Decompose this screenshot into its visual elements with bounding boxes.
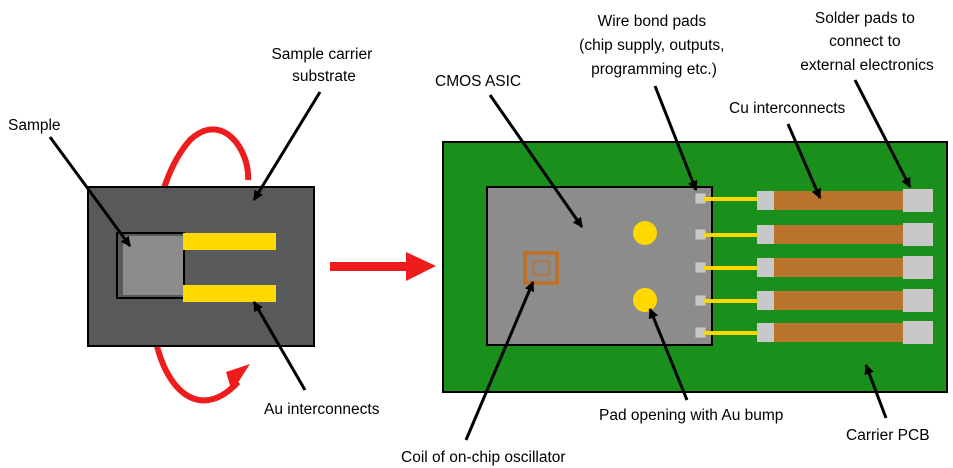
labels: Sample Sample carrier substrate Au inter… <box>8 10 934 466</box>
label-solder-pads: Solder pads to connect to external elect… <box>800 10 934 74</box>
label-coil: Coil of on-chip oscillator <box>401 449 566 466</box>
oscillator-coil-inner <box>532 260 550 276</box>
pcb-bond-pad <box>757 225 774 244</box>
pcb-bond-pad <box>757 191 774 210</box>
transition-arrow <box>330 252 436 281</box>
callout-arrow-pcb <box>864 364 888 419</box>
flip-arrow-head <box>226 364 250 392</box>
label-sample: Sample <box>8 117 61 134</box>
callout-arrow-sample <box>48 136 132 247</box>
callout-arrow-coil <box>464 281 535 441</box>
sample-carrier <box>87 126 315 404</box>
cu-interconnect <box>760 225 905 244</box>
solder-pad <box>903 223 933 246</box>
au-bump-top <box>633 221 657 245</box>
callout-arrow-asic <box>488 94 584 228</box>
label-au-interconnects: Au interconnects <box>264 401 380 418</box>
solder-pad <box>903 289 933 312</box>
sample-carrier-substrate <box>87 186 315 347</box>
pcb-bond-pad <box>757 291 774 310</box>
callout-arrow-substrate <box>252 91 322 201</box>
callout-arrow-solder <box>853 79 912 188</box>
solder-pad <box>903 256 933 279</box>
label-pad-opening: Pad opening with Au bump <box>599 407 783 424</box>
transition-arrow-head <box>406 252 436 281</box>
callout-arrow-cu <box>786 123 822 199</box>
label-cmos-asic: CMOS ASIC <box>435 73 521 90</box>
callout-arrow-pad-opening <box>648 308 689 401</box>
label-wire-bond-pads: Wire bond pads (chip supply, outputs, pr… <box>579 13 729 78</box>
callout-arrow-wire-bond <box>653 85 698 191</box>
solder-pad <box>903 189 933 212</box>
cu-interconnect <box>760 291 905 310</box>
callout-arrows <box>48 79 912 441</box>
sample-well <box>116 232 185 299</box>
cu-interconnect <box>760 323 905 342</box>
callout-arrow-au <box>252 301 307 391</box>
pcb-bond-pad <box>757 258 774 277</box>
cmos-asic <box>486 186 713 346</box>
oscillator-coil <box>523 251 559 285</box>
sample <box>123 236 183 295</box>
label-cu-interconnects: Cu interconnects <box>729 100 846 117</box>
au-interconnect-bottom <box>183 285 276 302</box>
carrier-pcb-assembly <box>442 141 948 393</box>
flip-arrow-front <box>155 349 241 404</box>
solder-pad <box>903 321 933 344</box>
au-interconnect-top <box>183 233 276 250</box>
pcb-bond-pad <box>757 323 774 342</box>
transition-arrow-shaft <box>330 262 410 271</box>
cu-interconnect <box>760 191 905 210</box>
label-sample-carrier-substrate: Sample carrier substrate <box>271 46 376 85</box>
label-carrier-pcb: Carrier PCB <box>846 427 930 444</box>
au-bump-bottom <box>633 288 657 312</box>
cu-interconnect <box>760 258 905 277</box>
